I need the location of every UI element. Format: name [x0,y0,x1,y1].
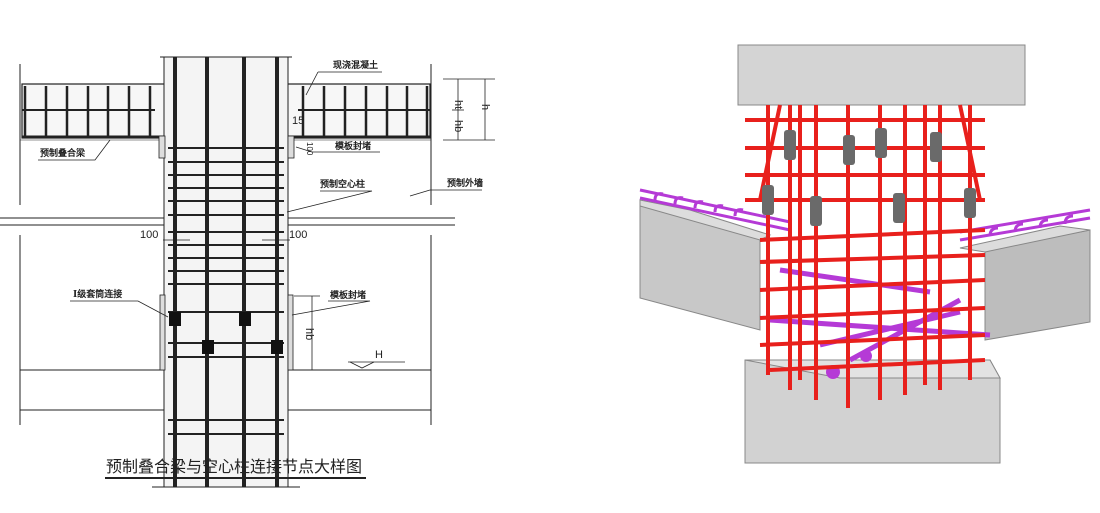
dim-hb: hb [452,120,464,132]
elevation-mark: H [375,349,383,361]
label-precast-hollow-column: 预制空心柱 [320,178,365,190]
render-3d [639,44,1091,464]
upper-column [737,44,1026,106]
label-sleeve-connection: I级套筒连接 [73,288,122,300]
sleeve-connectors [169,312,283,354]
left-beam [639,204,761,331]
drawing-title: 预制叠合梁与空心柱连接节点大样图 [106,457,362,476]
grout-sleeves [762,128,976,226]
dim-anchor: 15 [292,115,304,127]
dim-ht: ht [452,100,464,109]
dim-small: 100 [305,142,314,156]
dim-right-offset: 100 [289,229,307,241]
label-precast-composite-beam: 预制叠合梁 [40,147,86,159]
label-formwork-seal-top: 模板封堵 [335,140,371,152]
dim-left-offset: 100 [140,229,158,241]
dim-h: h [479,104,491,110]
label-precast-exterior-wall: 预制外墙 [447,177,483,189]
label-cast-in-place-concrete: 现浇混凝土 [333,59,378,71]
dim-hb-lower: hb [303,328,315,340]
label-formwork-seal-bottom: 模板封堵 [330,289,366,301]
precast-hollow-column [152,56,300,488]
detail-drawing [0,56,495,488]
column-rebars [745,104,986,408]
